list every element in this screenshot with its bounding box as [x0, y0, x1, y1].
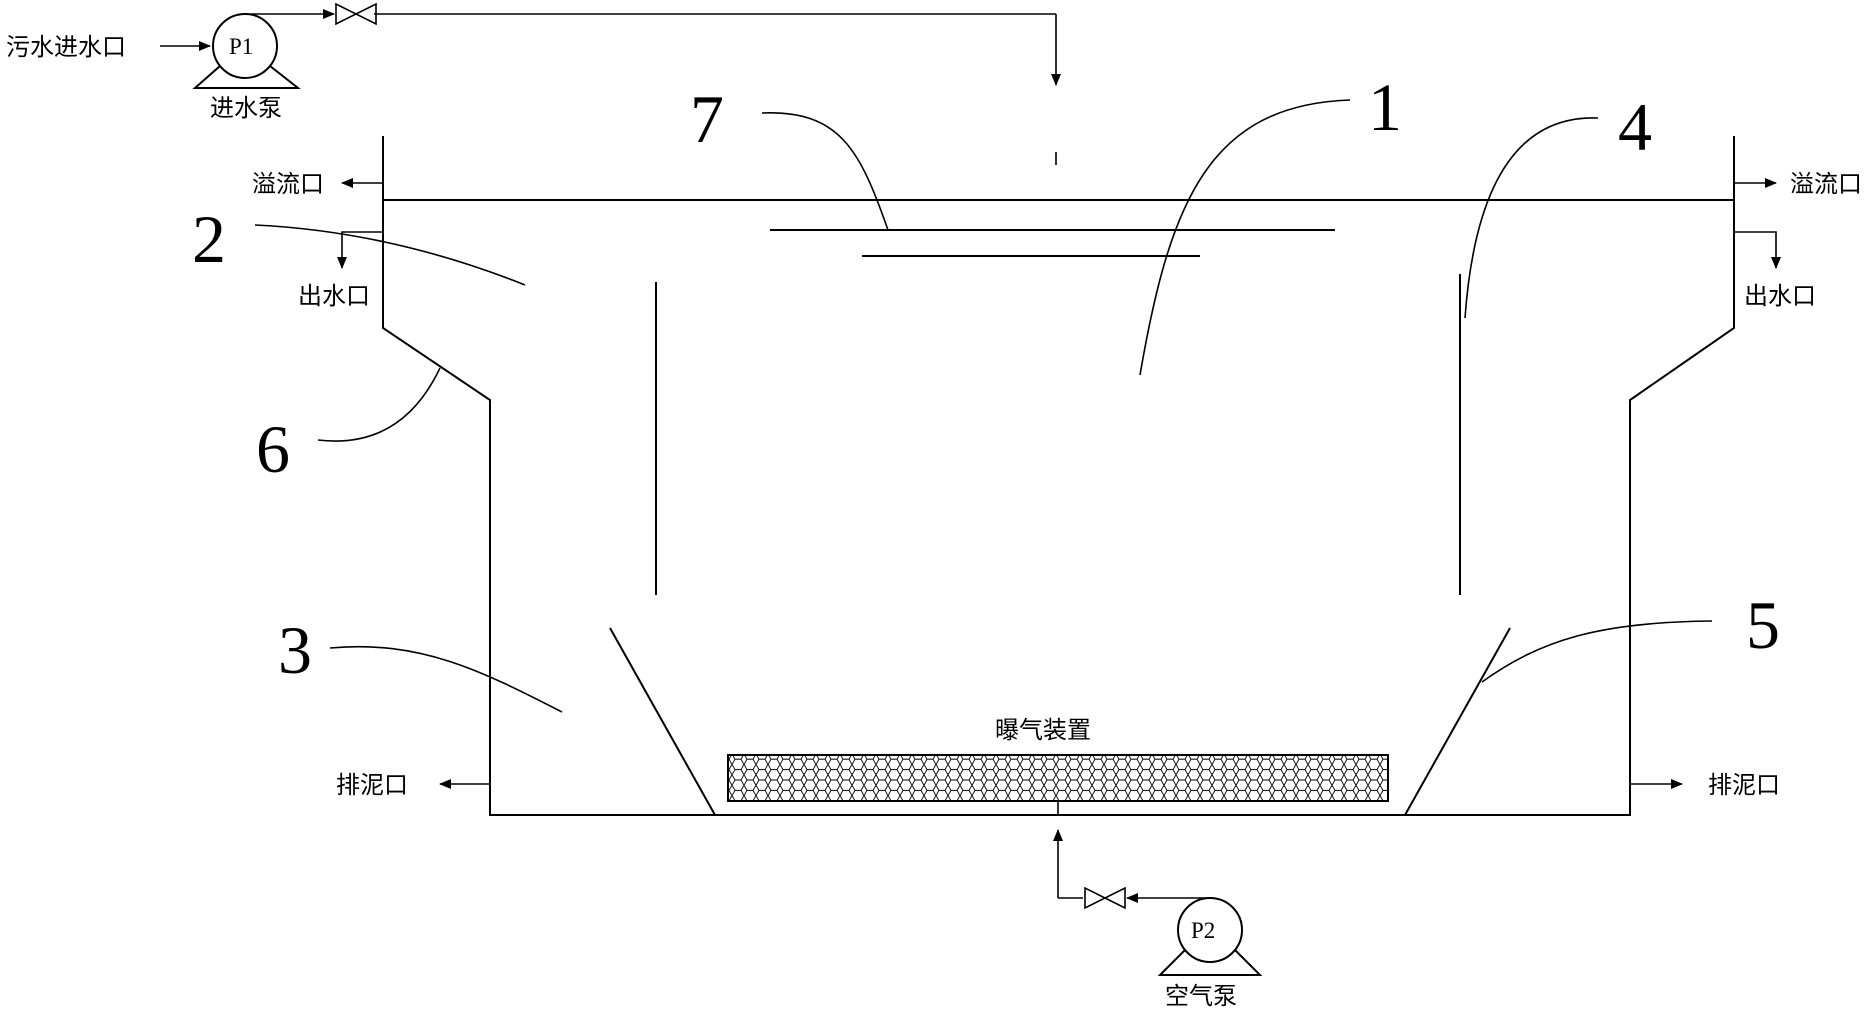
- outlet-left-label: 出水口: [298, 282, 370, 310]
- callout-2: 2: [192, 201, 226, 277]
- inlet-pump-tag: P1: [229, 34, 253, 59]
- air-valve-icon[interactable]: [1084, 886, 1126, 910]
- leader-line-1: [1139, 99, 1351, 376]
- right-slope-plate: [1404, 627, 1511, 816]
- left-slope-plate: [609, 627, 716, 816]
- leader-line-3: [329, 645, 563, 713]
- callout-3: 3: [278, 612, 312, 688]
- outlet-left-pipe: [337, 231, 383, 269]
- leader-line-6: [317, 367, 441, 442]
- inlet-pipe: [245, 9, 1061, 165]
- air-pump-label: 空气泵: [1165, 982, 1237, 1010]
- overflow-left-label: 溢流口: [252, 170, 324, 198]
- outlet-right-pipe: [1734, 231, 1781, 269]
- sewage-inlet-label: 污水进水口: [6, 33, 126, 61]
- callout-1: 1: [1368, 69, 1402, 145]
- callout-5: 5: [1746, 587, 1780, 663]
- aeration-device-label: 曝气装置: [995, 716, 1091, 744]
- sludge-left-label: 排泥口: [336, 771, 408, 799]
- air-pump-icon[interactable]: P2: [1157, 897, 1263, 976]
- aeration-device: [727, 754, 1389, 802]
- inlet-pump-icon[interactable]: P1: [192, 13, 301, 89]
- callout-4: 4: [1618, 89, 1652, 165]
- leader-line-4: [1464, 117, 1599, 319]
- outlet-right-label: 出水口: [1744, 282, 1816, 310]
- overflow-right-label: 溢流口: [1790, 170, 1862, 198]
- air-pump-tag: P2: [1191, 918, 1215, 943]
- inlet-valve-icon[interactable]: [335, 2, 377, 26]
- sludge-right-label: 排泥口: [1708, 771, 1780, 799]
- callout-6: 6: [256, 411, 290, 487]
- air-supply-line: [1053, 801, 1210, 903]
- callout-7: 7: [690, 81, 724, 157]
- leader-line-2: [254, 224, 526, 286]
- leader-line-7: [761, 112, 889, 231]
- tank-outline: [382, 136, 1735, 816]
- leader-line-5: [1481, 620, 1713, 683]
- inlet-pump-label: 进水泵: [210, 94, 282, 122]
